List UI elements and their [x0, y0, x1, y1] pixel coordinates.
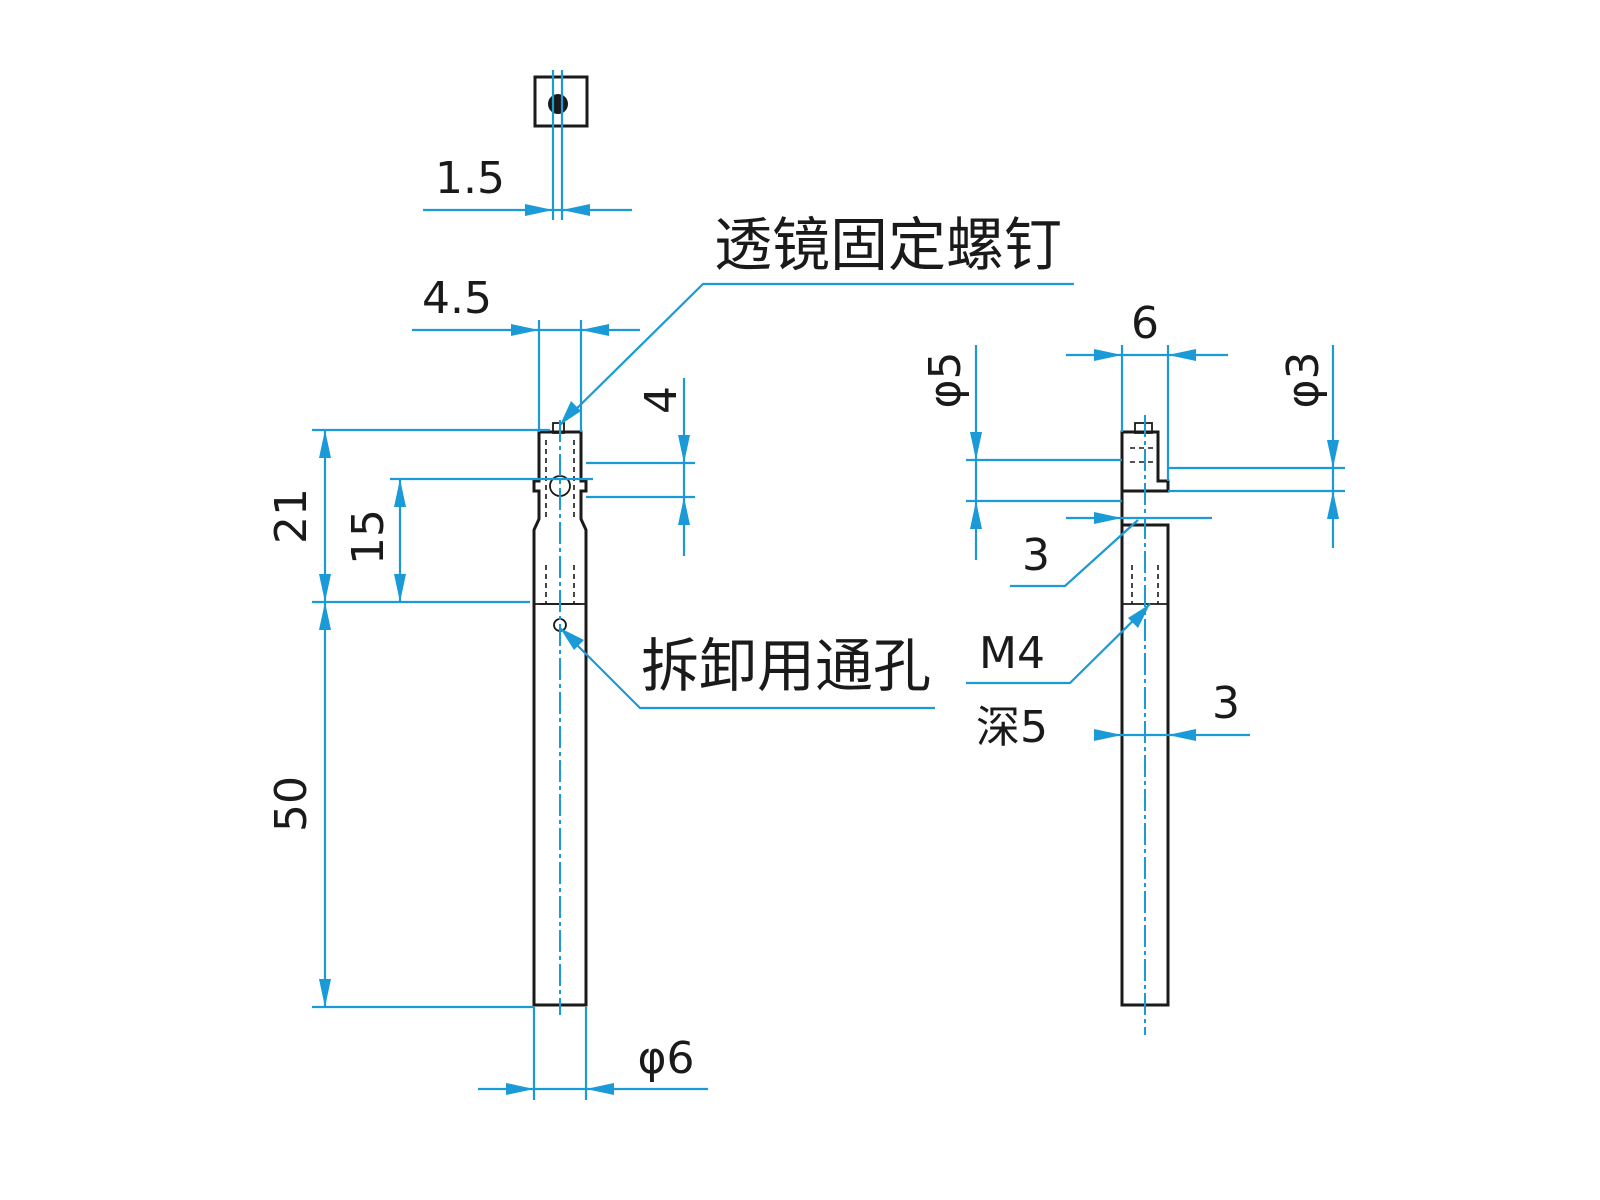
shaft-dia-label: φ6	[637, 1033, 694, 1084]
dim-bottom-3: 3	[1094, 678, 1250, 741]
dim-shaft-diameter: φ6	[478, 1007, 708, 1100]
side-screw-top	[1134, 422, 1153, 434]
head-height-arrow-bottom	[678, 497, 690, 525]
top-view: 1.5	[423, 70, 632, 220]
shaft-dia-arrow-right	[586, 1083, 614, 1095]
head-height-arrow-top	[678, 435, 690, 463]
dia5-label: φ5	[920, 351, 971, 408]
dia3-arrow-top	[1327, 440, 1339, 468]
lens-screw-label: 透镜固定螺钉	[714, 211, 1062, 279]
len15-arrow-bottom	[394, 574, 406, 602]
head-width-label: 4.5	[422, 273, 492, 324]
slot-arrow-right	[562, 204, 590, 216]
thread-depth-label: 深5	[976, 702, 1048, 753]
side-width-arrow-left	[1094, 349, 1122, 361]
thread-label: M4	[979, 628, 1045, 679]
leader-through-hole: 拆卸用通孔	[559, 627, 935, 710]
dim-dia-3: φ3	[1168, 345, 1345, 548]
thread-leader-arrow	[1128, 604, 1150, 628]
head-height-label: 4	[636, 386, 687, 414]
dim-side-width: 6	[1066, 298, 1228, 481]
head-width-arrow-left	[511, 324, 539, 336]
len50-arrow-top	[319, 602, 331, 630]
dim-length-21: 21	[266, 428, 550, 604]
dim-length-15: 15	[343, 477, 593, 602]
dim-head-width: 4.5	[412, 273, 640, 432]
top-view-screw-hole	[548, 94, 568, 114]
bottom3-arrow-left	[1094, 729, 1122, 741]
len50-label: 50	[266, 776, 317, 832]
through-hole-label: 拆卸用通孔	[641, 632, 931, 700]
step3-label: 3	[1022, 530, 1050, 581]
side-width-arrow-right	[1168, 349, 1196, 361]
len21-label: 21	[266, 488, 317, 544]
head-screw-top	[552, 422, 565, 434]
bottom3-arrow-right	[1168, 729, 1196, 741]
lens-screw-leader-arrow	[560, 401, 581, 425]
slot-arrow-left	[525, 204, 553, 216]
side-rod-outline	[1120, 430, 1170, 1007]
dia5-arrow-bottom	[970, 501, 982, 529]
step3-arrow-left	[1094, 512, 1122, 524]
dim-length-50: 50	[266, 602, 534, 1009]
through-hole-leader-line	[559, 627, 935, 710]
slot-width-label: 1.5	[435, 153, 505, 204]
head-width-arrow-right	[581, 324, 609, 336]
dia3-label: φ3	[1278, 351, 1329, 408]
len15-arrow-top	[394, 479, 406, 507]
shaft-dia-arrow-left	[506, 1083, 534, 1095]
dim-step-3: 3	[1010, 512, 1212, 588]
len21-arrow-bottom	[319, 574, 331, 602]
front-view	[532, 420, 588, 1015]
bottom3-label: 3	[1212, 678, 1240, 729]
len50-arrow-bottom	[319, 979, 331, 1007]
len21-arrow-top	[319, 430, 331, 458]
through-hole-leader-arrow	[560, 628, 584, 650]
dim-dia-5: φ5	[920, 345, 1122, 560]
leader-thread: M4 深5	[966, 603, 1151, 753]
leader-lens-screw: 透镜固定螺钉	[559, 211, 1074, 426]
lens-screw-leader-line	[559, 282, 1074, 426]
side-view	[1120, 415, 1170, 1035]
len15-label: 15	[343, 509, 394, 565]
thread-leader-line	[966, 603, 1151, 685]
dia5-arrow-top	[970, 432, 982, 460]
dim-head-height: 4	[586, 378, 695, 556]
dia3-arrow-bottom	[1327, 491, 1339, 519]
side-width-label: 6	[1131, 298, 1159, 349]
step3-leader	[1010, 519, 1139, 588]
